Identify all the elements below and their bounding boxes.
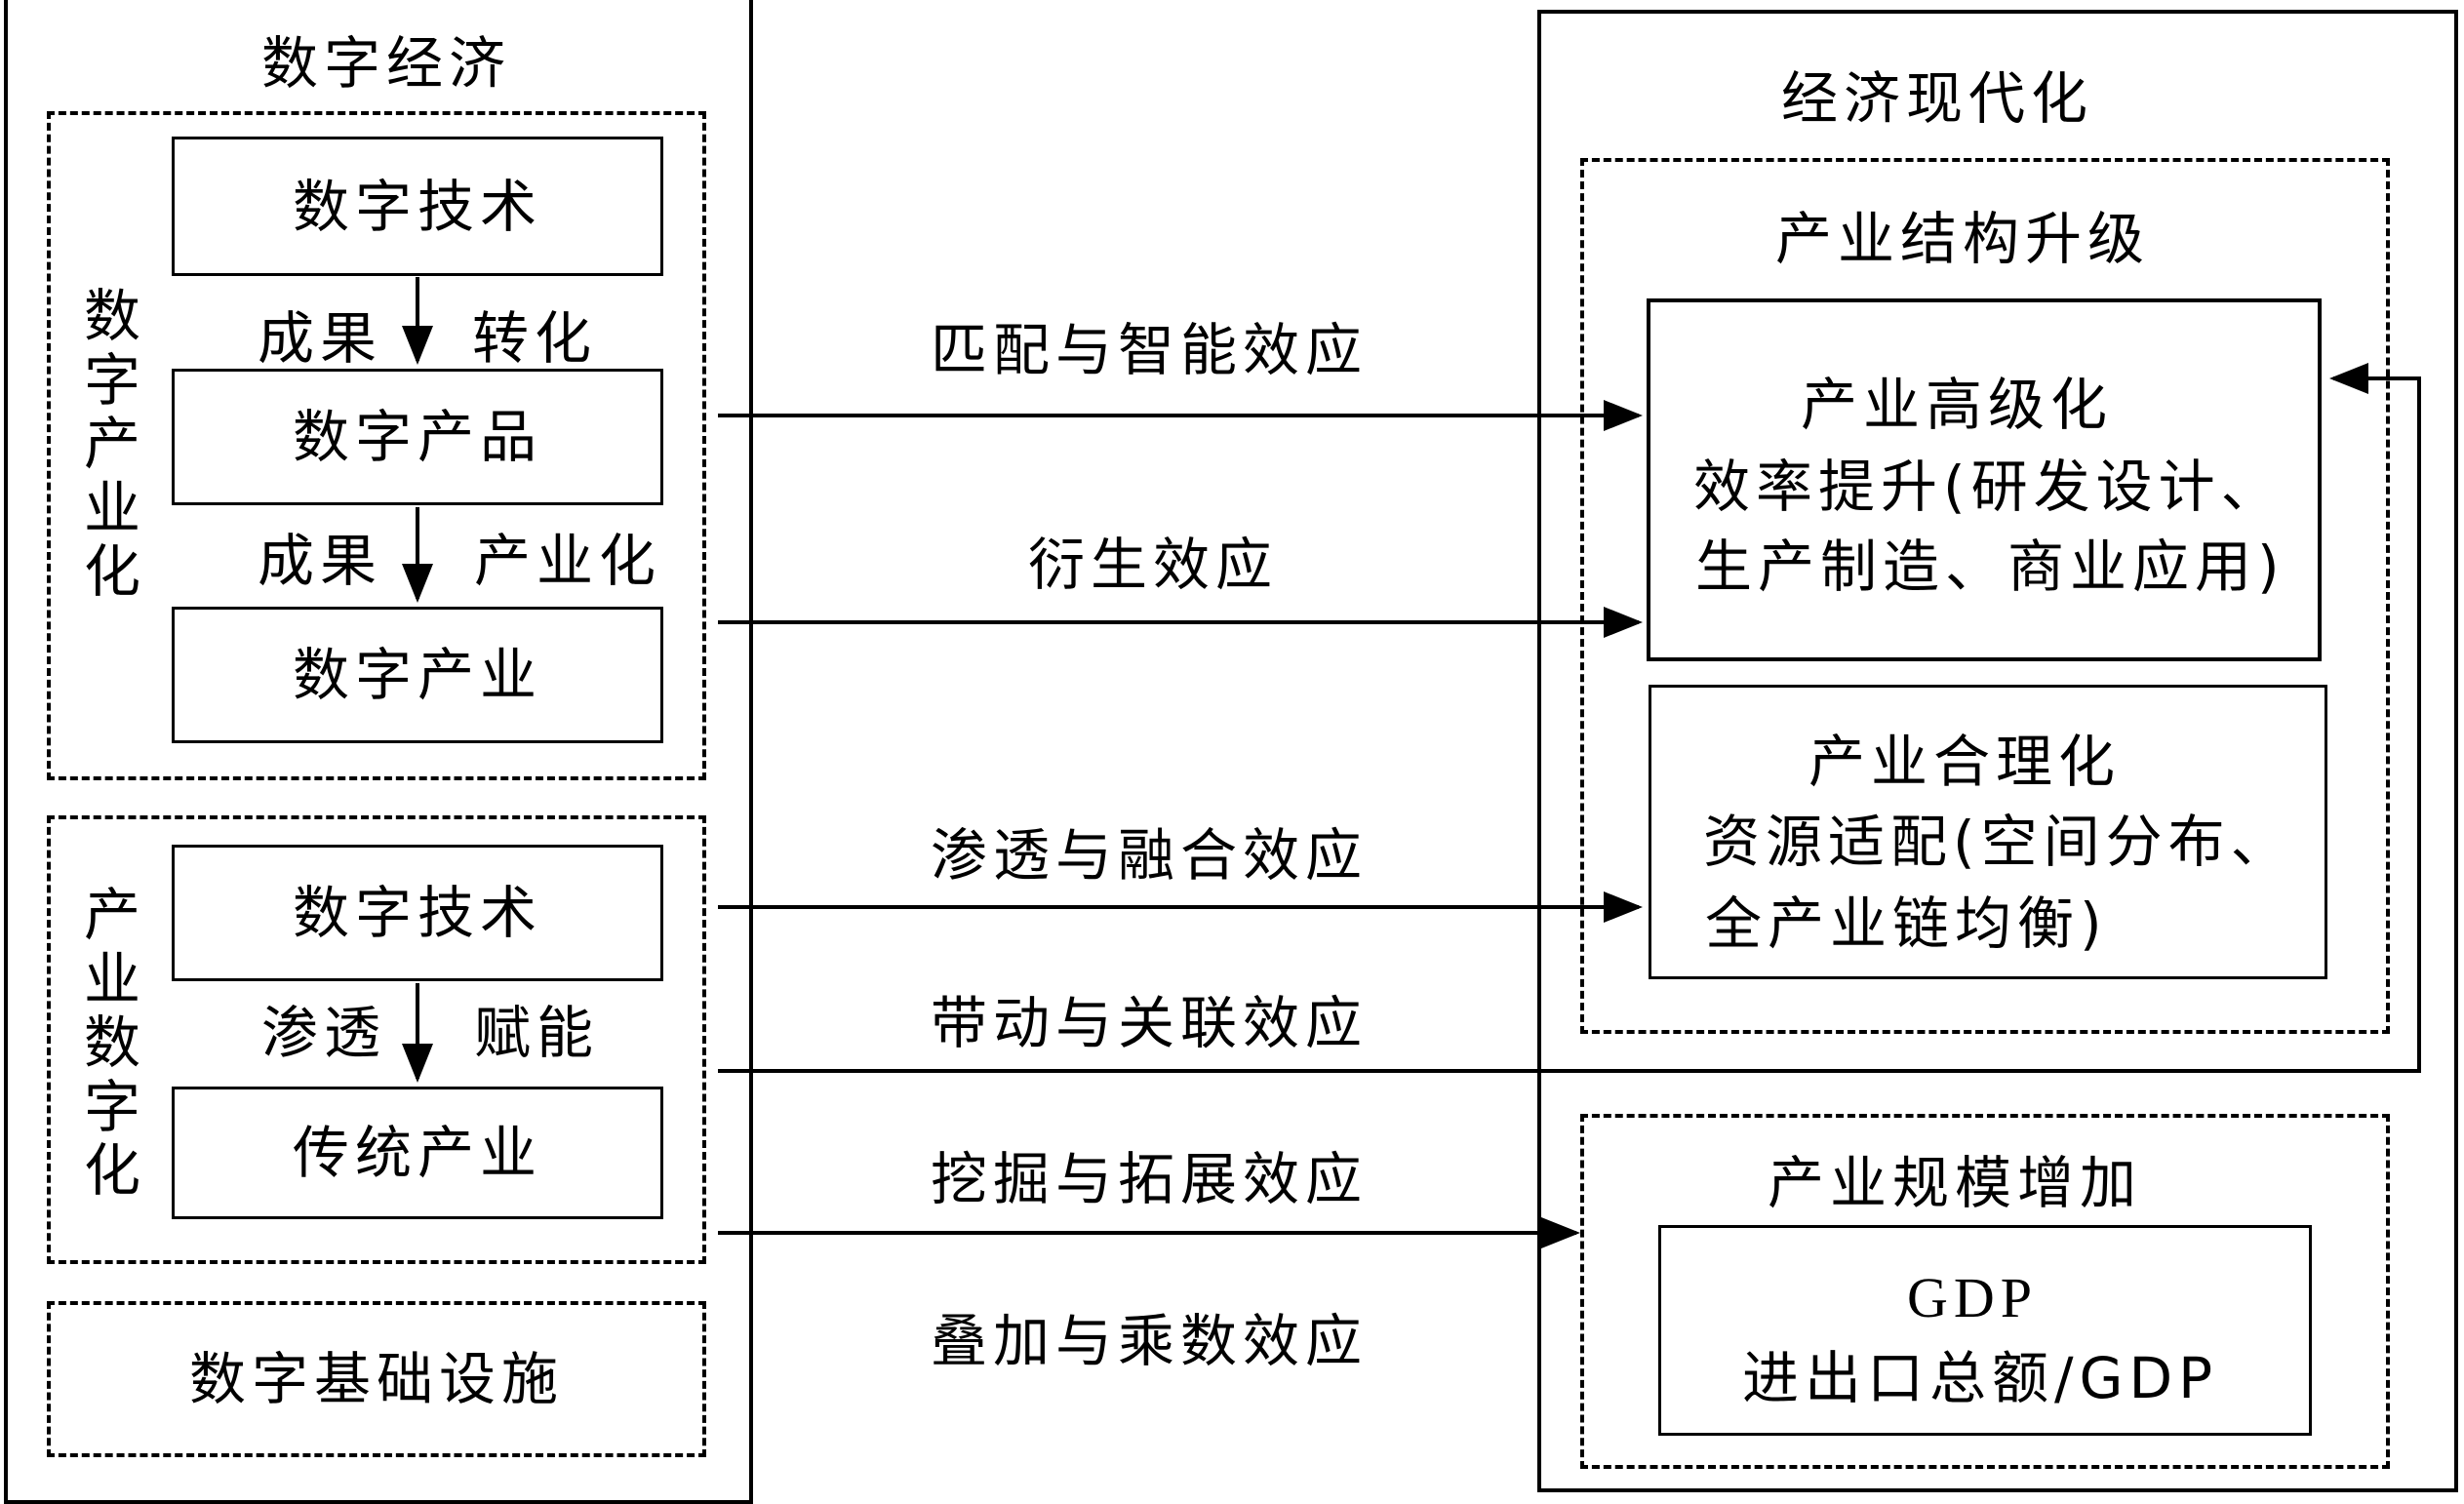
arrow-driving-effect — [718, 363, 2421, 1073]
industry-advanced-title: 产业高级化 — [1801, 372, 2114, 438]
industry-scale-increase-title: 产业规模增加 — [1768, 1150, 2143, 1216]
gdp-box — [1658, 1225, 2312, 1436]
industry-advanced-line1: 效率提升(研发设计、 — [1693, 454, 2284, 520]
industry-rational-title: 产业合理化 — [1808, 729, 2122, 795]
arrow3-left-label: 渗透 — [261, 1000, 387, 1066]
industry-rational-box — [1649, 685, 2327, 979]
industry-scale-increase-group — [1580, 1114, 2390, 1469]
industry-advanced-line2: 生产制造、商业应用) — [1695, 534, 2285, 600]
gdp-line1: GDP — [1907, 1266, 2039, 1329]
industry-rational-line1: 资源适配(空间分布、 — [1703, 809, 2293, 875]
effect-label-4: 带动与关联效应 — [931, 990, 1369, 1056]
arrow3-right-label: 赋能 — [474, 1000, 600, 1066]
effect-label-3: 渗透与融合效应 — [931, 822, 1369, 889]
digital-economy-title: 数字经济 — [261, 30, 512, 97]
economic-modernization-panel — [1537, 10, 2458, 1492]
industrial-digitalization-group — [47, 815, 706, 1264]
digital-tech-box: 数字技术 — [172, 137, 663, 276]
digital-infrastructure-box: 数字基础设施 — [47, 1301, 706, 1457]
digital-tech-box-2: 数字技术 — [172, 845, 663, 981]
effect-label-1: 匹配与智能效应 — [931, 317, 1369, 383]
arrow2-left-label: 成果 — [258, 528, 383, 594]
arrow1-right-label: 转化 — [472, 305, 598, 372]
arrow1-left-label: 成果 — [258, 305, 383, 372]
economic-modernization-title: 经济现代化 — [1781, 65, 2094, 132]
industry-advanced-box — [1647, 298, 2322, 661]
digital-industrialization-group — [47, 111, 706, 780]
digital-industry-box: 数字产业 — [172, 607, 663, 743]
gdp-line2: 进出口总额/GDP — [1742, 1345, 2219, 1411]
industrial-structure-upgrade-title: 产业结构升级 — [1775, 206, 2151, 272]
industrial-structure-upgrade-group — [1580, 158, 2390, 1034]
traditional-industry-box: 传统产业 — [172, 1087, 663, 1219]
digital-product-box: 数字产品 — [172, 369, 663, 505]
effect-label-6: 叠加与乘数效应 — [931, 1308, 1369, 1374]
effect-label-2: 衍生效应 — [1028, 532, 1279, 598]
effect-label-5: 挖掘与拓展效应 — [931, 1146, 1369, 1212]
digital-economy-panel — [4, 0, 753, 1504]
arrow2-right-label: 产业化 — [474, 528, 662, 594]
industrial-digitalization-label: 产业数字化 — [83, 882, 140, 1205]
industry-rational-line2: 全产业链均衡) — [1705, 891, 2108, 957]
digital-industrialization-label: 数字产业化 — [83, 283, 140, 606]
